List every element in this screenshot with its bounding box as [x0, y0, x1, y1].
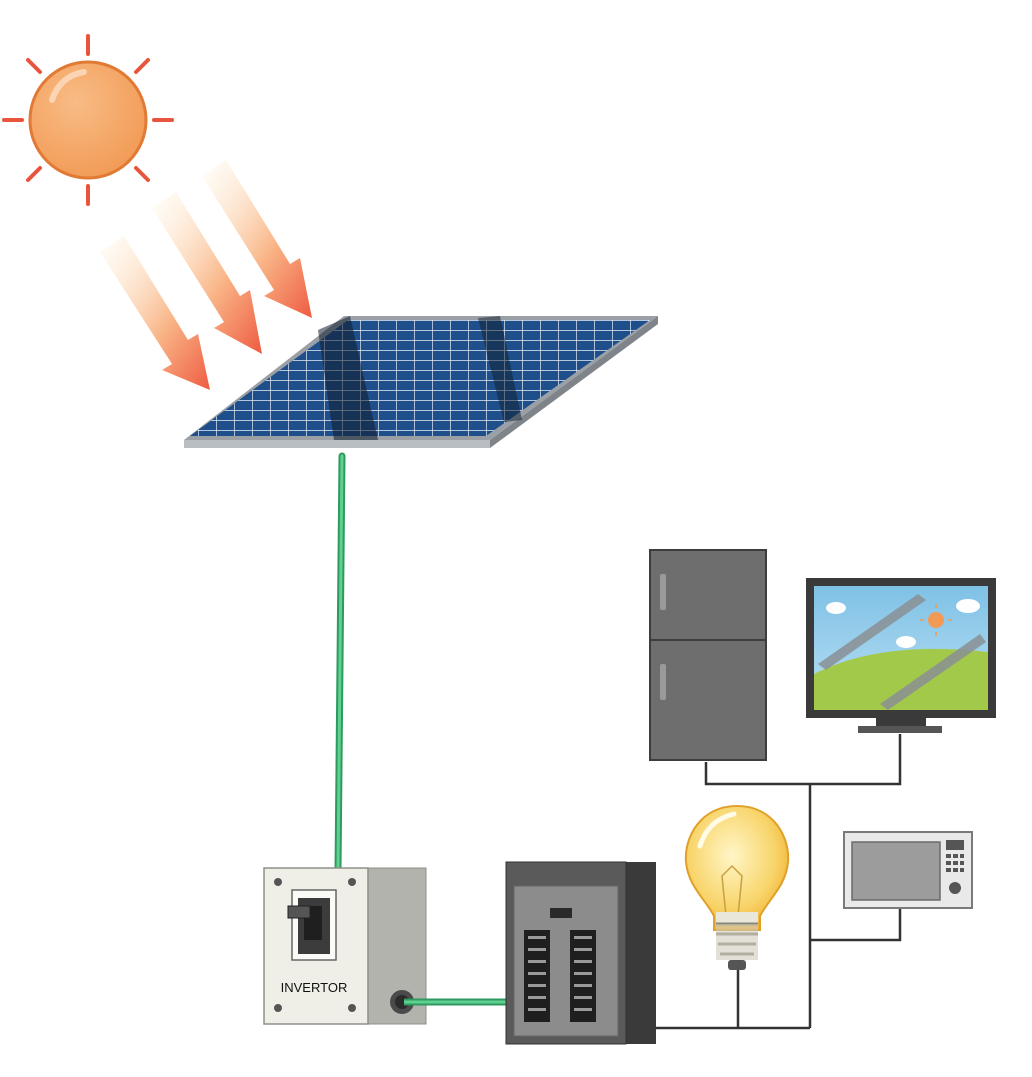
- sunlight-arrows: [100, 160, 312, 390]
- tv-icon: [806, 578, 996, 733]
- inverter-label: INVERTOR: [281, 980, 348, 995]
- household-wiring: [656, 734, 902, 1030]
- light-bulb-icon: [684, 804, 790, 970]
- sunlight-arrow: [202, 160, 312, 318]
- solar-panel-icon: [184, 316, 658, 448]
- microwave-icon: [843, 831, 973, 909]
- sunlight-arrow: [100, 236, 210, 390]
- refrigerator-icon: [649, 549, 767, 761]
- inverter-icon: INVERTOR: [263, 867, 427, 1025]
- sunlight-arrow: [152, 192, 262, 354]
- sun-icon: [2, 34, 174, 206]
- breaker-panel-icon: [505, 861, 656, 1045]
